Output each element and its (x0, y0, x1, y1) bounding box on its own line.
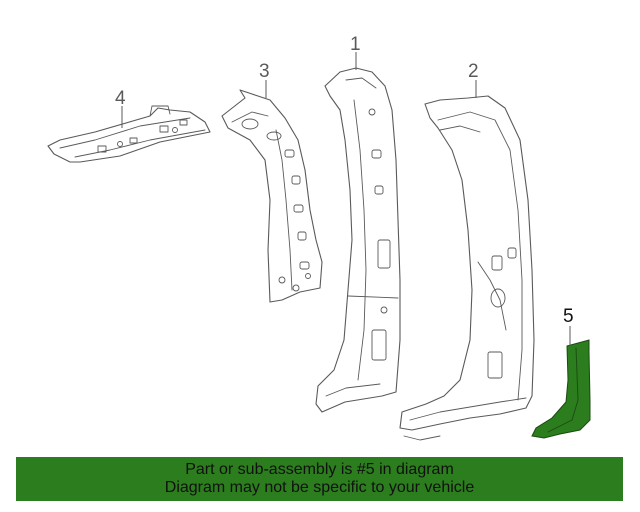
callout-4[interactable]: 4 (115, 88, 126, 109)
part-1[interactable] (315, 67, 401, 413)
callout-1[interactable]: 1 (350, 34, 361, 55)
callout-5[interactable]: 5 (563, 306, 574, 327)
part-3[interactable] (221, 89, 323, 303)
banner-line-1: Part or sub-assembly is #5 in diagram (185, 461, 454, 478)
parts-diagram: 4 3 1 2 5 (47, 34, 591, 441)
part-4[interactable] (47, 105, 211, 163)
part-5-highlight[interactable] (531, 339, 591, 439)
banner-line-2: Diagram may not be specific to your vehi… (164, 479, 475, 496)
part-2[interactable] (399, 95, 535, 441)
info-banner: Part or sub-assembly is #5 in diagram Di… (16, 457, 623, 501)
callout-2[interactable]: 2 (468, 61, 479, 82)
callout-3[interactable]: 3 (259, 61, 270, 82)
part-5-edge (547, 347, 579, 433)
